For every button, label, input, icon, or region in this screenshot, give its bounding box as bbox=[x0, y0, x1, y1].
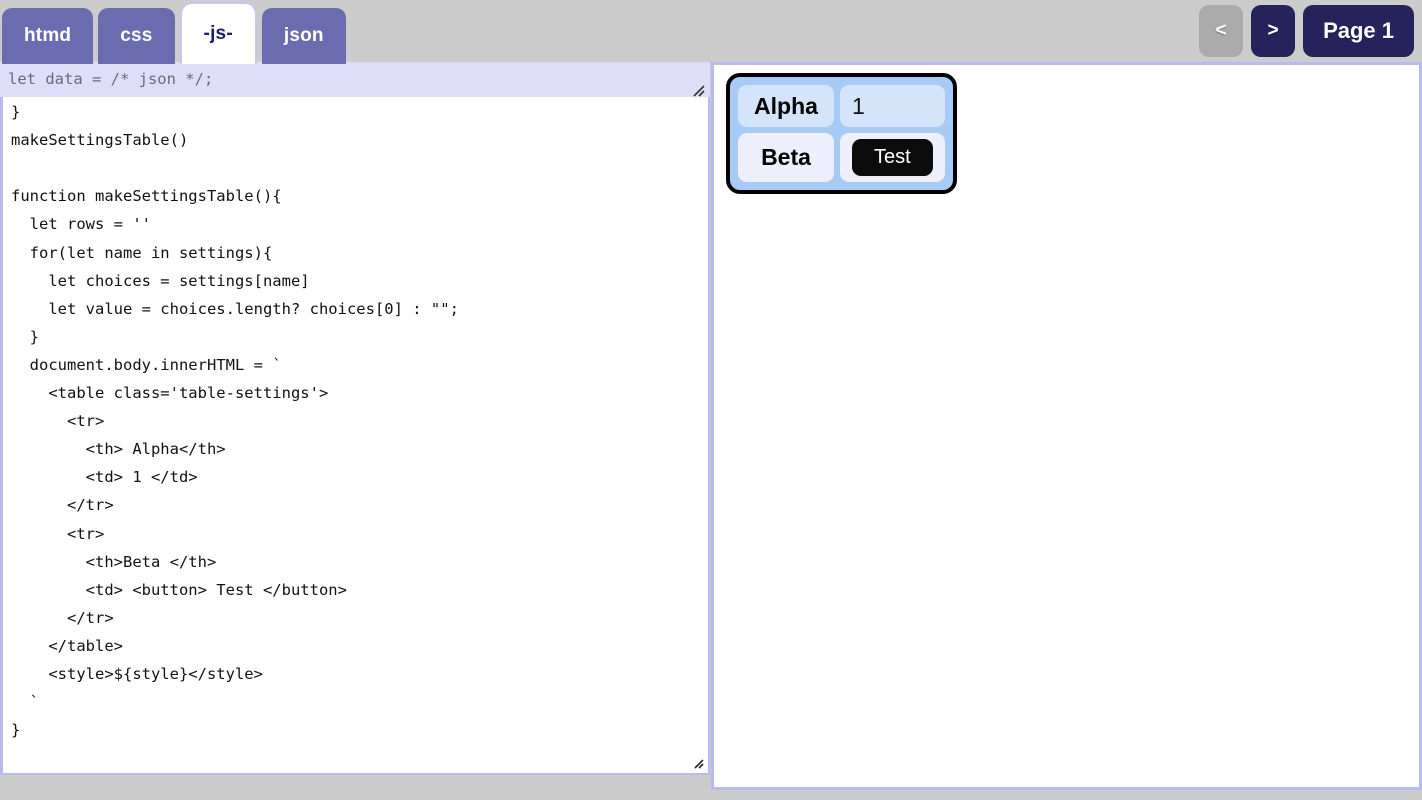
previous-page-button[interactable]: < bbox=[1199, 5, 1244, 57]
table-row: Beta Test bbox=[738, 133, 945, 182]
tab-css[interactable]: css bbox=[98, 8, 175, 64]
json-data-input[interactable] bbox=[0, 62, 710, 97]
editor-tab-bar: htmd css -js- json bbox=[0, 0, 346, 64]
setting-name-beta: Beta bbox=[738, 133, 834, 182]
tab-htmd[interactable]: htmd bbox=[2, 8, 94, 64]
next-page-button[interactable]: > bbox=[1251, 5, 1296, 57]
js-code-textarea[interactable] bbox=[3, 64, 708, 773]
settings-table: Alpha 1 Beta Test bbox=[726, 73, 957, 194]
tab-js[interactable]: -js- bbox=[179, 2, 257, 64]
test-button[interactable]: Test bbox=[852, 139, 933, 176]
page-navigation: < > Page 1 bbox=[1199, 5, 1414, 57]
setting-name-alpha: Alpha bbox=[738, 85, 834, 127]
setting-value-beta: Test bbox=[840, 133, 945, 182]
tab-json[interactable]: json bbox=[261, 8, 346, 64]
code-editor-pane bbox=[0, 62, 710, 775]
setting-value-alpha: 1 bbox=[840, 85, 945, 127]
table-row: Alpha 1 bbox=[738, 85, 945, 127]
page-indicator-button[interactable]: Page 1 bbox=[1303, 5, 1414, 57]
preview-pane: Alpha 1 Beta Test bbox=[711, 62, 1422, 790]
